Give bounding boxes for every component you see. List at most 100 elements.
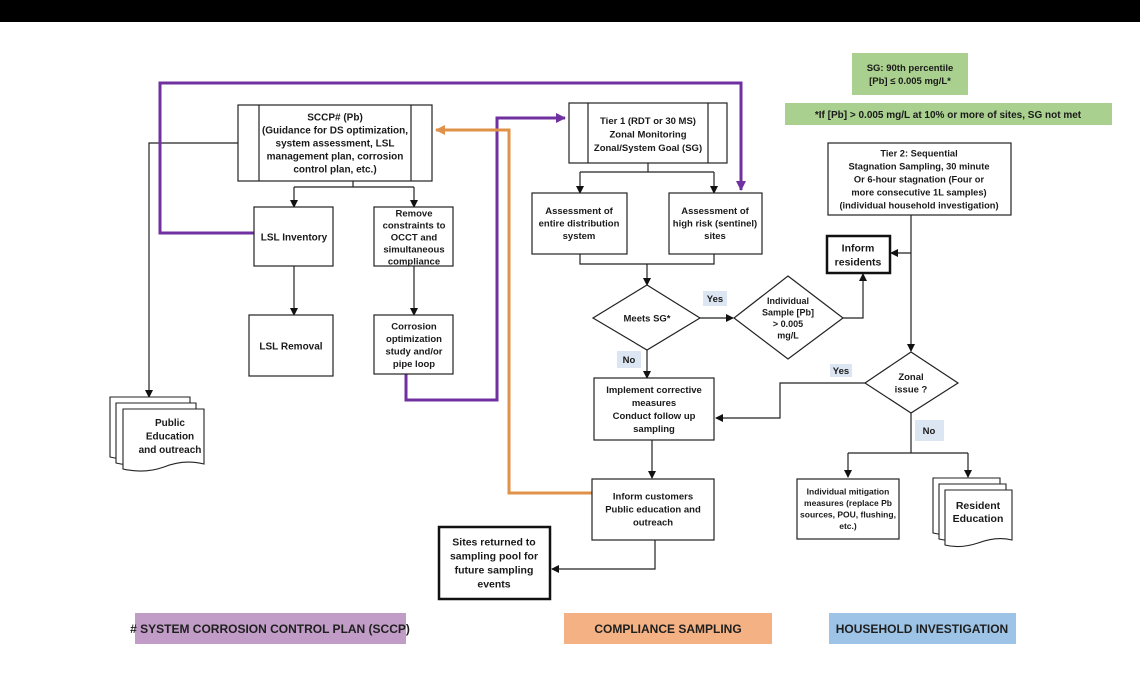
node-text-line: sampling (633, 424, 675, 435)
node-text-line: compliance (388, 256, 440, 267)
node-text-line: Stagnation Sampling, 30 minute (848, 161, 989, 171)
node-label: Meets SG* (624, 313, 671, 324)
node-text-line: (Guidance for DS optimization, (262, 126, 408, 137)
node-text-line: residents (835, 257, 882, 269)
svg-text:Yes: Yes (833, 366, 849, 377)
node-text-line: Meets SG* (624, 313, 671, 324)
node-text-line: Assessment of (545, 206, 613, 217)
node-text-line: LSL Removal (259, 342, 322, 353)
node-text-line: issue ? (895, 385, 928, 396)
node-text-line: OCCT and (391, 232, 438, 243)
node-text-line: Tier 1 (RDT or 30 MS) (600, 116, 696, 127)
node-text-line: high risk (sentinel) (673, 218, 757, 229)
node-text-line: Zonal Monitoring (609, 129, 686, 140)
edge-label-meets-no: No (617, 351, 641, 368)
node-text-line: SG: 90th percentile (867, 63, 954, 74)
node-text-line: etc.) (839, 521, 857, 531)
node-text-line: Resident (956, 500, 1001, 512)
connectors (145, 142, 972, 573)
node-text-line: Corrosion (391, 322, 437, 333)
node-text-line: mg/L (777, 330, 799, 340)
edge-assessments-merge (579, 254, 715, 265)
edge-tier1-to-assess-entire (580, 171, 714, 193)
node-text-line: outreach (633, 517, 673, 528)
svg-text:Yes: Yes (707, 294, 723, 305)
node-label: SG: 90th percentile [Pb] ≤ 0.005 mg/L* (867, 63, 954, 87)
top-black-bar (0, 0, 1140, 22)
svg-text:No: No (923, 426, 936, 437)
node-text-line: Inform customers (613, 491, 693, 502)
node-text-line: Implement corrective (606, 385, 702, 396)
sg-footnote-box: *If [Pb] > 0.005 mg/L at 10% or more of … (785, 103, 1112, 125)
node-text-line: Or 6-hour stagnation (Four or (854, 174, 985, 184)
node-lsl-removal: LSL Removal (248, 314, 334, 377)
node-tier1: Tier 1 (RDT or 30 MS) Zonal MonitoringZon… (568, 102, 728, 164)
node-text-line: Sample [Pb] (762, 307, 814, 317)
purple-connectors (158, 81, 746, 402)
svg-text:*If [Pb] > 0.005 mg/L at 10% o: *If [Pb] > 0.005 mg/L at 10% or more of … (815, 110, 1082, 121)
node-text-line: Education (146, 432, 194, 443)
node-text-line: simultaneous (383, 244, 444, 255)
legend-compliance-sampling: COMPLIANCE SAMPLING (564, 613, 772, 644)
edge-zonal-issue-yes (715, 382, 865, 422)
node-text-line: sources, POU, flushing, (800, 510, 896, 520)
node-text-line: Public (155, 418, 185, 429)
node-label: Inform residents (835, 243, 882, 269)
node-text-line: Inform (842, 243, 875, 255)
edge-corrosion-study-to-tier1 (404, 113, 566, 402)
node-text-line: sites (704, 231, 726, 242)
node-text-line: [Pb] ≤ 0.005 mg/L* (869, 76, 951, 87)
node-text-line: Public education and (605, 504, 701, 515)
node-text-line: future sampling (455, 565, 534, 577)
node-text-line: and outreach (139, 445, 202, 456)
node-text-line: system assessment, LSL (276, 139, 395, 150)
node-text-line: entire distribution (539, 218, 620, 229)
edge-label-meets-yes: Yes (703, 291, 727, 306)
node-text-line: (individual household investigation) (839, 200, 998, 210)
node-inform-residents: Inform residents (825, 234, 892, 275)
node-text-line: LSL Inventory (261, 233, 328, 244)
edge-inform-customers-to-sites-returned (551, 540, 656, 573)
node-text-line: constraints to (383, 220, 446, 231)
edge-sccp-to-lsl-inventory (294, 186, 414, 207)
node-text-line: measures (632, 398, 676, 409)
node-text-line: Zonal/System Goal (SG) (594, 143, 702, 154)
sg-goal-box: SG: 90th percentile [Pb] ≤ 0.005 mg/L* (852, 53, 968, 95)
node-text-line: control plan, etc.) (293, 165, 376, 176)
node-meets-sg: Meets SG* (591, 284, 702, 351)
node-text-line: SCCP# (Pb) (307, 113, 363, 124)
node-label: SCCP# (Pb) (Guidance for DS optimization,… (262, 113, 408, 176)
node-text-line: Individual (767, 296, 809, 306)
node-text-line: system (563, 231, 596, 242)
node-text-line: Individual mitigation (807, 487, 890, 497)
svg-text:HOUSEHOLD INVESTIGATION: HOUSEHOLD INVESTIGATION (836, 622, 1008, 636)
node-text-line: sampling pool for (450, 551, 538, 563)
edge-sccp-to-public-education (145, 142, 238, 398)
edge-individual-sample-to-inform-residents (843, 273, 867, 319)
node-text-line: Remove (396, 208, 433, 219)
node-text-line: events (477, 579, 510, 591)
